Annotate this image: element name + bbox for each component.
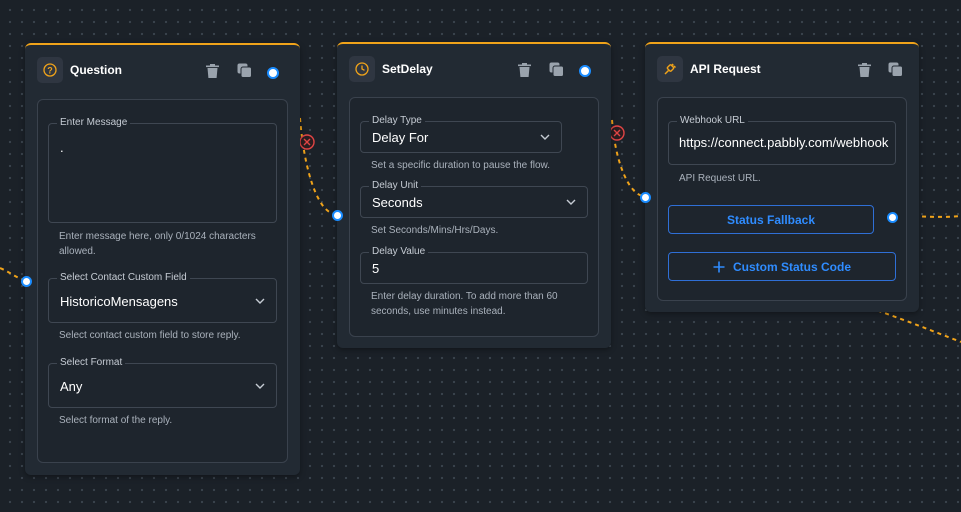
plug-icon [657, 56, 683, 82]
edge-api-bottom-out [869, 307, 961, 343]
output-handle[interactable] [579, 65, 591, 77]
chevron-down-icon [540, 134, 550, 140]
node-header: SetDelay [337, 44, 611, 92]
custom-field-select[interactable]: Select Contact Custom Field HistoricoMen… [48, 272, 277, 323]
chevron-down-icon [566, 199, 576, 205]
duplicate-node-button[interactable] [548, 61, 565, 78]
question-circle-icon: ? [37, 57, 63, 83]
field-label: Webhook URL [677, 115, 748, 127]
node-header: ? Question [25, 45, 300, 93]
helper-text: Enter message here, only 0/1024 characte… [59, 231, 256, 257]
trash-icon [206, 63, 219, 78]
select-value: Any [60, 379, 83, 394]
setdelay-node[interactable]: SetDelay Delay Type Delay For Set a spec… [337, 42, 611, 348]
node-body: Webhook URL https://connect.pabbly.com/w… [657, 97, 907, 301]
field-label: Enter Message [57, 117, 131, 129]
field-label: Delay Value [369, 246, 429, 258]
message-value: . [60, 140, 64, 155]
helper-text: Select format of the reply. [59, 415, 173, 426]
input-handle[interactable] [640, 192, 651, 203]
helper-text: Set Seconds/Mins/Hrs/Days. [371, 225, 499, 236]
svg-text:?: ? [47, 65, 53, 75]
chevron-down-icon [255, 298, 265, 304]
button-label: Status Fallback [726, 212, 816, 227]
node-header: API Request [645, 44, 919, 92]
node-body: Enter Message . Enter message here, only… [37, 99, 288, 463]
input-value: 5 [372, 261, 380, 276]
node-title: API Request [690, 62, 761, 76]
clock-icon [349, 56, 375, 82]
trash-icon [858, 62, 871, 77]
field-label: Delay Type [369, 115, 425, 127]
custom-status-code-button[interactable]: Custom Status Code [668, 252, 896, 281]
field-label: Select Format [57, 357, 126, 369]
format-select[interactable]: Select Format Any [48, 357, 277, 408]
copy-icon [888, 62, 903, 77]
select-value: Delay For [372, 130, 429, 145]
input-handle[interactable] [332, 210, 343, 221]
helper-text: Select contact custom field to store rep… [59, 330, 241, 341]
delay-unit-select[interactable]: Delay Unit Seconds [360, 180, 588, 218]
trash-icon [518, 62, 531, 77]
api-request-node[interactable]: API Request Webhook URL https://connect.… [645, 42, 919, 312]
copy-icon [237, 63, 252, 78]
delete-node-button[interactable] [204, 62, 221, 79]
copy-icon [549, 62, 564, 77]
node-title: SetDelay [382, 62, 433, 76]
delay-value-input[interactable]: Delay Value 5 [360, 246, 588, 284]
delete-node-button[interactable] [516, 61, 533, 78]
helper-text: API Request URL. [679, 173, 761, 184]
duplicate-node-button[interactable] [887, 61, 904, 78]
question-node[interactable]: ? Question Enter Message . Enter message… [25, 43, 300, 475]
webhook-url-input[interactable]: Webhook URL https://connect.pabbly.com/w… [668, 115, 896, 165]
message-textarea[interactable]: Enter Message . [48, 117, 277, 223]
chevron-down-icon [255, 383, 265, 389]
button-label: Custom Status Code [732, 259, 851, 274]
edge-question-to-setdelay [299, 117, 337, 215]
node-body: Delay Type Delay For Set a specific dura… [349, 97, 599, 337]
delete-edge-icon[interactable] [299, 134, 315, 150]
field-label: Delay Unit [369, 180, 422, 192]
status-fallback-button[interactable]: Status Fallback [668, 205, 874, 234]
delete-node-button[interactable] [856, 61, 873, 78]
plus-icon [713, 261, 725, 272]
status-fallback-output-handle[interactable] [887, 212, 898, 223]
field-label: Select Contact Custom Field [57, 272, 190, 284]
delete-edge-icon[interactable] [609, 125, 625, 141]
node-title: Question [70, 63, 123, 77]
input-value: https://connect.pabbly.com/webhook [679, 135, 889, 150]
helper-text: Enter delay duration. To add more than 6… [371, 291, 558, 317]
helper-text: Set a specific duration to pause the flo… [371, 160, 550, 171]
duplicate-node-button[interactable] [236, 62, 253, 79]
select-value: HistoricoMensagens [60, 294, 178, 309]
input-handle[interactable] [21, 276, 32, 287]
delay-type-select[interactable]: Delay Type Delay For [360, 115, 562, 153]
output-handle[interactable] [267, 67, 279, 79]
select-value: Seconds [372, 195, 423, 210]
